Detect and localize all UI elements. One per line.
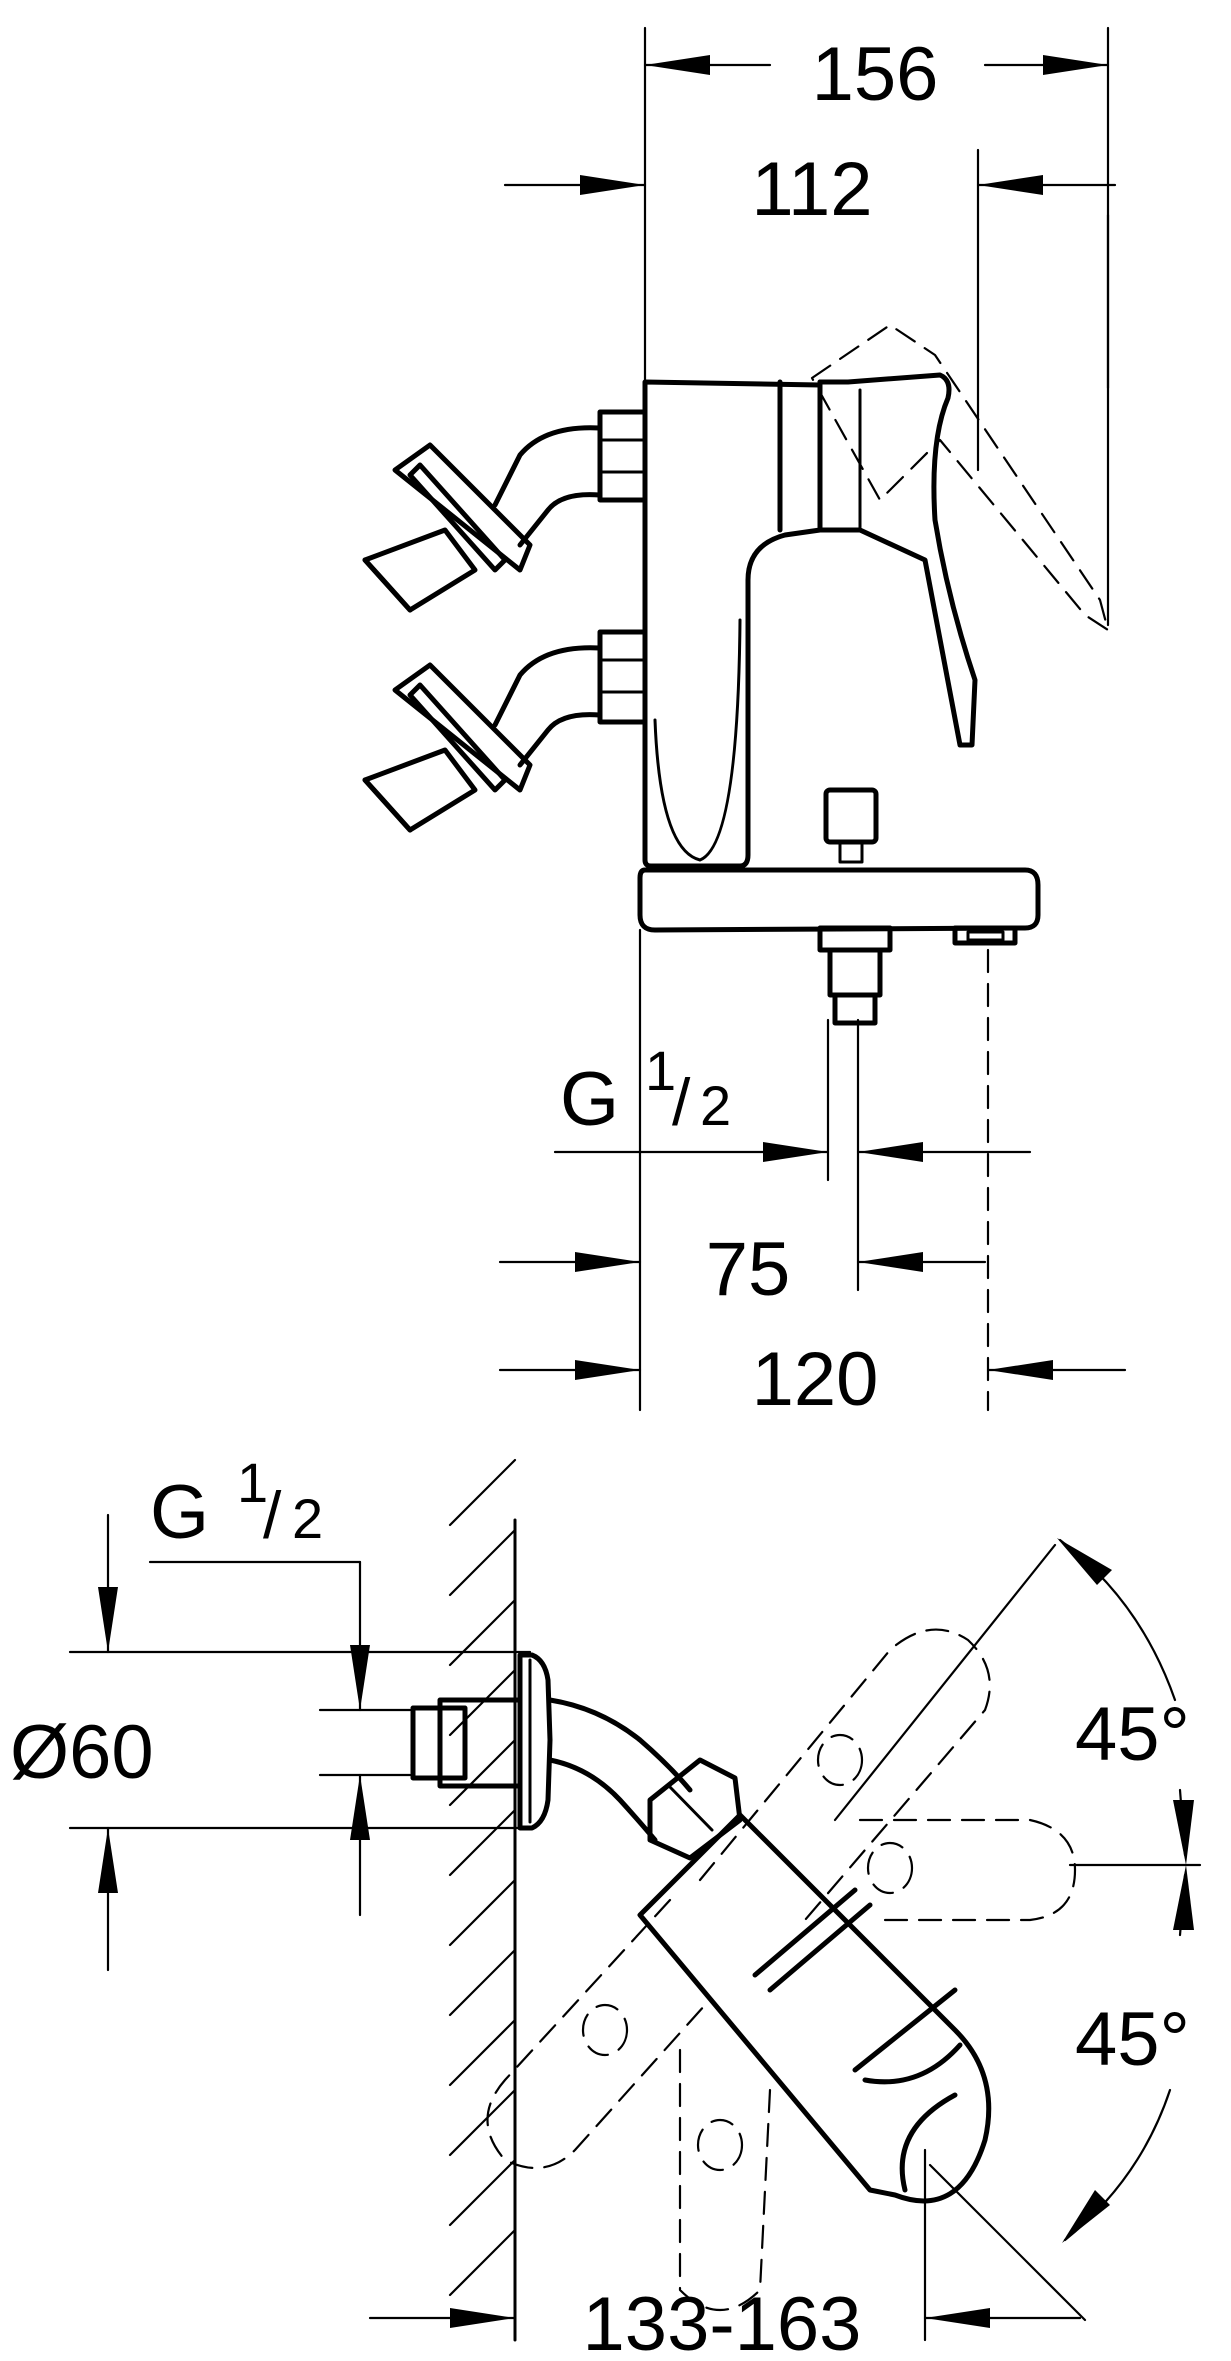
- dim-line-g-half-side: [553, 1142, 1032, 1162]
- dim-g-side-num: 1: [645, 1039, 676, 1102]
- angle-arc-lower: [1062, 1865, 1194, 2243]
- dim-g-side-slash: /: [672, 1065, 691, 1139]
- base-plate: [637, 787, 1041, 1026]
- rosette-connector: [410, 1652, 743, 1861]
- dim-line-75: [498, 1252, 987, 1272]
- dim-g-top-den: 2: [292, 1487, 323, 1550]
- dim-line-g-half-top: [148, 1560, 412, 1917]
- wall-hatching: [448, 1458, 517, 2342]
- dim-g-half-top-label: G 1 / 2: [150, 1451, 323, 1555]
- wall-connector-upper: [362, 409, 648, 613]
- angle-lower-label: 45°: [1075, 1997, 1190, 2082]
- lever-alternate-positions: [486, 1628, 1077, 2311]
- dim-diameter-label: Ø60: [10, 1710, 154, 1795]
- dim-line-156: [643, 55, 1110, 75]
- dim-g-half-side-label: G 1 / 2: [560, 1039, 731, 1142]
- dim-156-label: 156: [812, 32, 939, 117]
- dim-g-top-slash: /: [263, 1478, 282, 1552]
- side-view: 156 112: [362, 26, 1127, 1422]
- angle-arc-upper: [1057, 1538, 1194, 1865]
- dim-g-side-letter: G: [560, 1057, 619, 1142]
- dim-line-112: [503, 175, 1117, 195]
- mixer-body: [642, 372, 978, 869]
- dim-112-label: 112: [751, 147, 872, 232]
- lever-alternate-position: [810, 323, 1110, 632]
- dim-g-side-den: 2: [700, 1074, 731, 1137]
- dim-g-top-letter: G: [150, 1470, 209, 1555]
- dim-line-133-163: [368, 2308, 1082, 2328]
- dim-line-120: [498, 1360, 1127, 1380]
- dim-75-label: 75: [706, 1227, 791, 1312]
- angle-upper-label: 45°: [1075, 1692, 1190, 1777]
- wall-connector-lower: [362, 629, 648, 833]
- dim-120-label: 120: [752, 1337, 879, 1422]
- dim-133-163-label: 133-163: [583, 2282, 862, 2361]
- mixer-body-top: [637, 1812, 992, 2204]
- top-view: G 1 / 2 Ø60: [10, 1451, 1202, 2361]
- dim-g-top-num: 1: [237, 1451, 268, 1514]
- dim-line-diameter: [68, 1513, 532, 1972]
